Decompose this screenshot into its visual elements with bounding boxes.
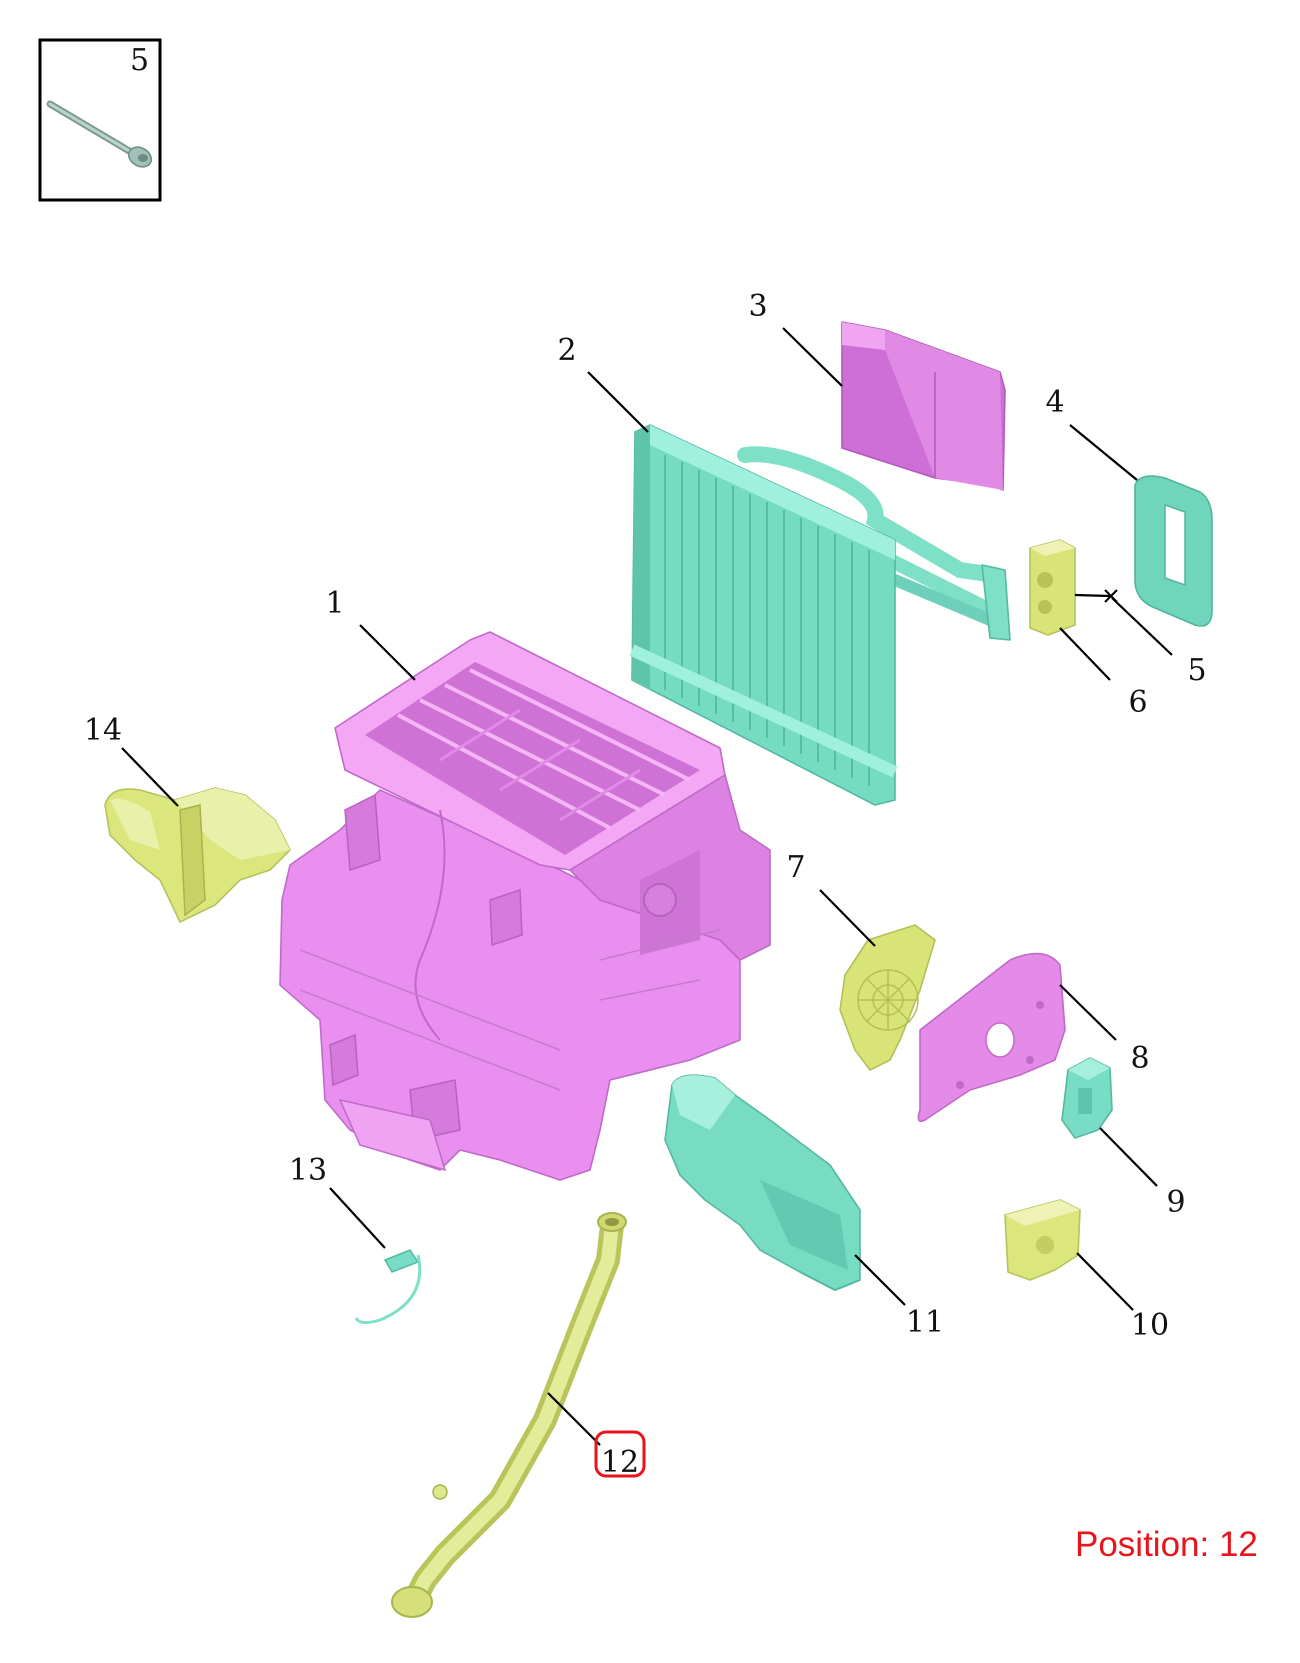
callout-4[interactable]: 4 (1045, 385, 1064, 420)
callout-11[interactable]: 11 (906, 1305, 944, 1340)
callout-12[interactable]: 12 (601, 1445, 639, 1480)
leader-2 (587, 371, 649, 433)
leader-5 (1111, 597, 1173, 656)
position-indicator: Position: 12 (1075, 1525, 1258, 1564)
part-8-plate[interactable] (917, 952, 1066, 1123)
part-2-evaporator[interactable] (629, 424, 1011, 806)
part-5-screw[interactable] (1074, 589, 1118, 603)
part-4-seal[interactable] (1134, 475, 1213, 627)
callout-13[interactable]: 13 (289, 1153, 327, 1188)
leader-13 (329, 1187, 386, 1249)
leader-6 (1059, 627, 1111, 681)
callout-8[interactable]: 8 (1130, 1041, 1149, 1076)
leader-10 (1076, 1252, 1134, 1311)
leader-4 (1069, 424, 1138, 481)
leader-12 (547, 1392, 601, 1446)
leader-lines (121, 327, 1173, 1446)
leader-8 (1059, 984, 1117, 1041)
callout-14[interactable]: 14 (84, 713, 122, 748)
leader-7 (819, 889, 876, 947)
callout-9[interactable]: 9 (1166, 1185, 1185, 1220)
part-11-air-duct[interactable] (664, 1074, 861, 1292)
leader-14 (121, 747, 179, 807)
callout-6[interactable]: 6 (1128, 685, 1147, 720)
part-14-blower-housing[interactable] (104, 787, 291, 923)
callout-1[interactable]: 1 (325, 586, 344, 621)
callout-3[interactable]: 3 (748, 289, 767, 324)
part-10-actuator[interactable] (1004, 1199, 1081, 1281)
callout-12-highlight (594, 1430, 646, 1478)
screw-inset-part (46, 100, 153, 168)
part-9-actuator[interactable] (1061, 1057, 1113, 1139)
leader-9 (1099, 1127, 1158, 1187)
callout-10[interactable]: 10 (1131, 1308, 1169, 1343)
part-13-clip[interactable] (354, 1249, 422, 1325)
callout-7[interactable]: 7 (786, 850, 805, 885)
leader-1 (359, 624, 416, 681)
inset-box: 5 (38, 38, 162, 202)
part-3-cover[interactable] (841, 321, 1006, 491)
inset-label: 5 (130, 43, 149, 78)
callout-2[interactable]: 2 (557, 333, 576, 368)
callout-5[interactable]: 5 (1187, 653, 1206, 688)
part-12-drain-hose[interactable] (391, 1212, 627, 1618)
leader-3 (782, 327, 843, 387)
part-1-hvac-housing[interactable] (279, 631, 771, 1181)
part-7-flap[interactable] (839, 924, 936, 1071)
leader-11 (854, 1254, 906, 1306)
callout-labels: 1 2 3 4 5 6 7 8 9 10 11 12 13 14 (84, 289, 1207, 1480)
part-6-expansion-valve[interactable] (1029, 539, 1076, 636)
